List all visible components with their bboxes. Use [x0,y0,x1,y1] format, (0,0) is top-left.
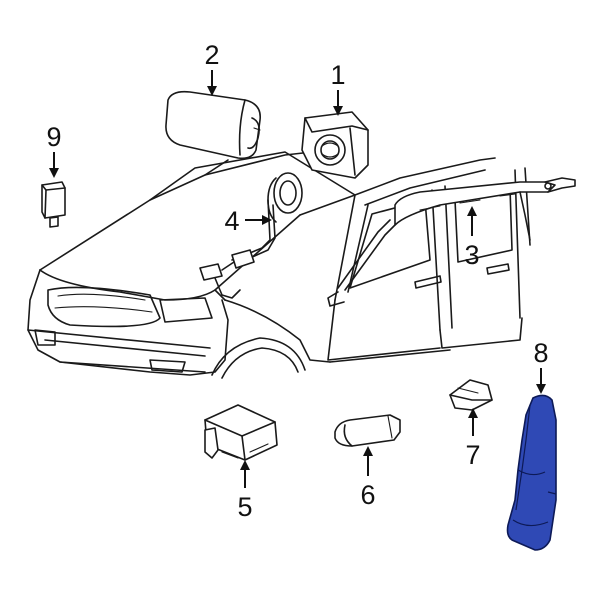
callout-8: 8 [533,338,548,368]
part-2-passenger-airbag [165,90,262,160]
callout-arrows [49,70,546,488]
callout-2: 2 [204,40,219,70]
callout-9: 9 [46,122,61,152]
part-1-driver-airbag [301,111,369,179]
callout-1: 1 [330,60,345,90]
part-6-impact-sensor [334,414,401,447]
callout-3: 3 [464,240,479,270]
part-9-connector [41,181,66,228]
callout-6: 6 [360,480,375,510]
part-3-curtain-airbag [337,177,576,291]
callout-5: 5 [237,492,252,522]
callout-7: 7 [465,440,480,470]
part-4-clockspring-harness [199,172,303,299]
part-7-side-sensor [449,379,493,411]
part-5-control-module [204,404,278,461]
callout-4: 4 [224,206,239,236]
part-8-seat-side-airbag [506,394,557,551]
